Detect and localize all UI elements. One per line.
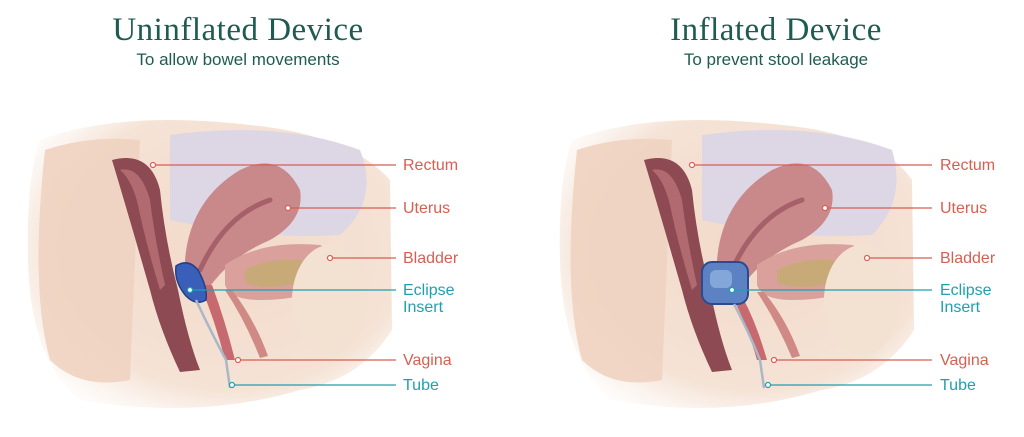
label-bladder: Bladder bbox=[403, 250, 459, 267]
label-vagina: Vagina bbox=[403, 352, 452, 369]
panel-title: Inflated Device bbox=[670, 12, 882, 48]
uninflated-panel: Uninflated Device To allow bowel movemen… bbox=[27, 12, 459, 408]
panel-subtitle: To prevent stool leakage bbox=[683, 50, 869, 69]
label-bladder: Bladder bbox=[940, 250, 996, 267]
label-insert: Insert bbox=[403, 299, 444, 316]
panel-title: Uninflated Device bbox=[112, 12, 364, 48]
label-vagina: Vagina bbox=[940, 352, 989, 369]
label-eclipse: Eclipse bbox=[403, 282, 455, 299]
panel-subtitle: To allow bowel movements bbox=[136, 50, 340, 69]
inflated-panel: Inflated Device To prevent stool leakage bbox=[512, 0, 1024, 437]
label-tube: Tube bbox=[403, 377, 439, 394]
label-uterus: Uterus bbox=[940, 200, 988, 217]
label-rectum: Rectum bbox=[940, 157, 996, 174]
label-uterus: Uterus bbox=[403, 200, 451, 217]
label-insert: Insert bbox=[940, 299, 981, 316]
label-eclipse: Eclipse bbox=[940, 282, 992, 299]
label-tube: Tube bbox=[940, 377, 976, 394]
anatomy-illustration bbox=[27, 120, 396, 408]
anatomy-illustration bbox=[559, 120, 932, 408]
label-rectum: Rectum bbox=[403, 157, 459, 174]
